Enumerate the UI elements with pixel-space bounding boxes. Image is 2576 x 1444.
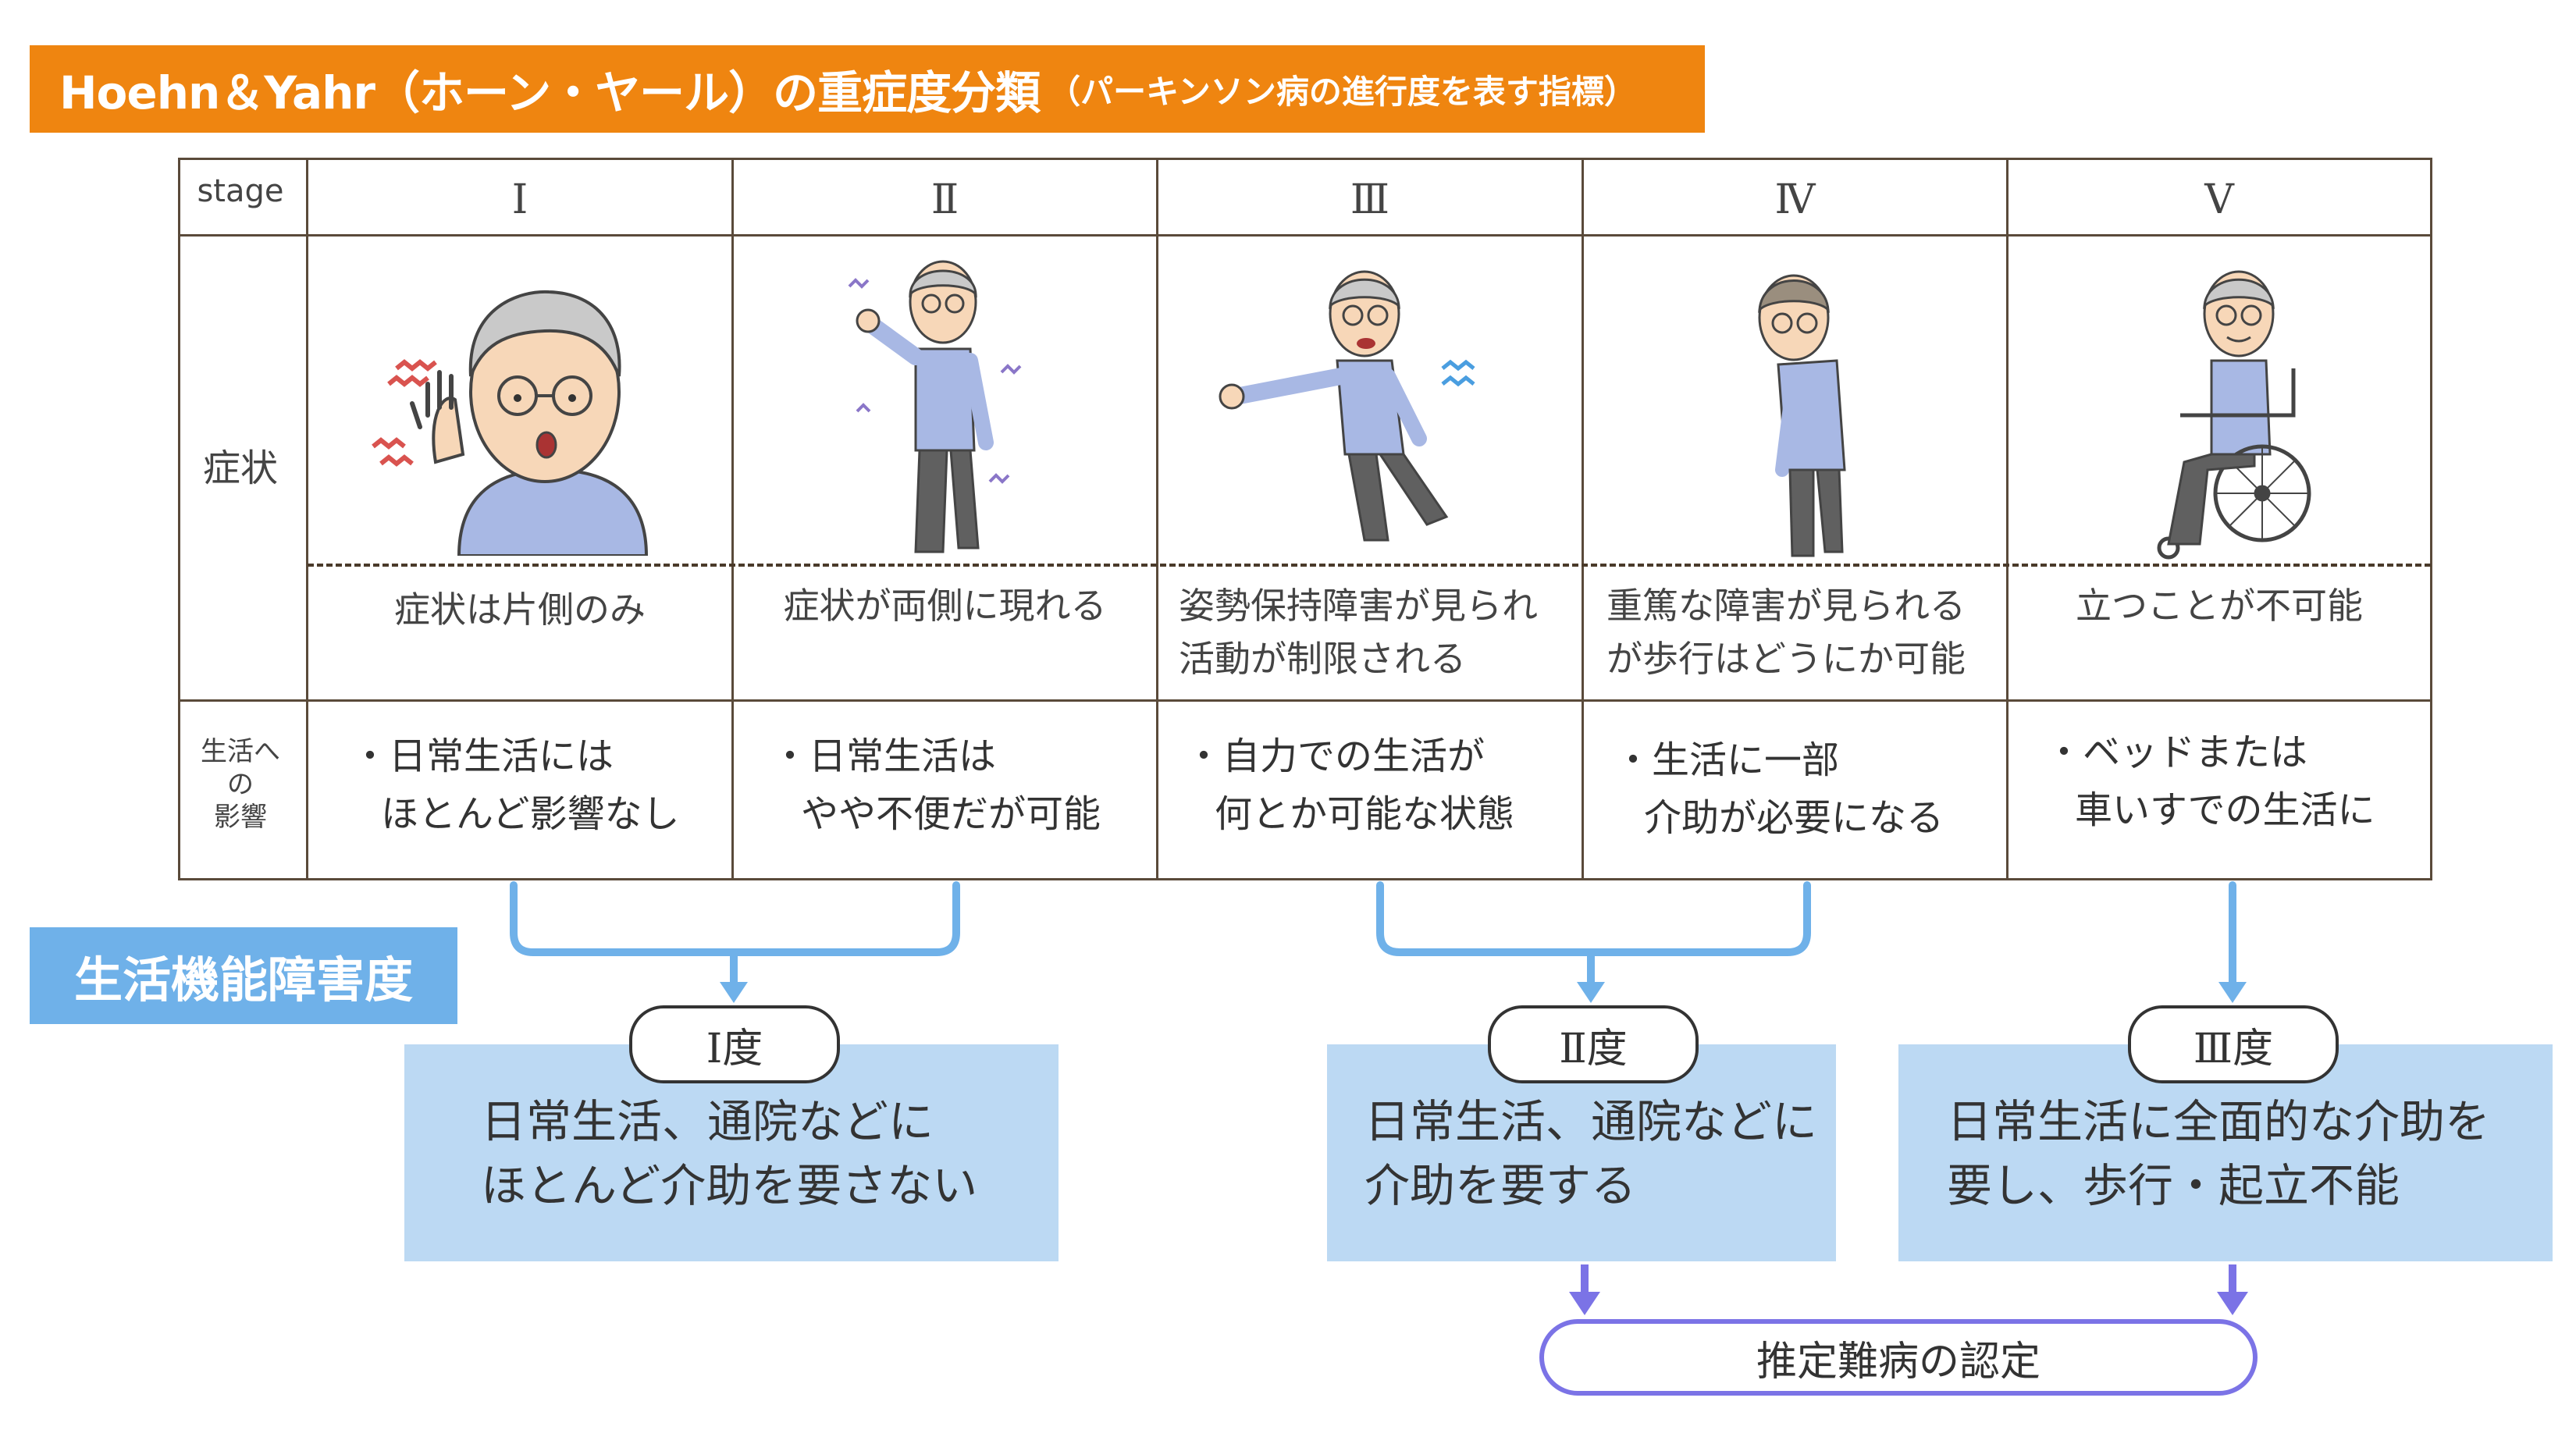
stage-4-illustration — [1758, 274, 1846, 557]
wheelchair-icon — [2157, 368, 2311, 560]
stage-5-life-effect: ・ベッドまたは 車いすでの生活に — [2045, 731, 2375, 832]
stage-3-life-effect: ・自力での生活が 何とか可能な状態 — [1185, 734, 1515, 836]
stage-1-life-effect: ・日常生活には ほとんど影響なし — [351, 734, 680, 836]
stage-1-header: Ⅰ — [511, 176, 528, 223]
stage-4-header: Ⅳ — [1774, 176, 1816, 223]
row-label-life-effect: 生活への影響 — [201, 736, 280, 833]
grade-1-pill: Ⅰ度 — [629, 1005, 840, 1083]
intractable-disease-designation: 推定難病の認定 — [1539, 1319, 2258, 1396]
stage-3-symptom: 姿勢保持障害が見られ 活動が制限される — [1179, 585, 1538, 680]
row-label-symptom: 症状 — [202, 446, 278, 490]
grade-2-text: 日常生活、通院などに 介助を要する — [1364, 1095, 1818, 1212]
title-main: Hoehn＆Yahr（ホーン・ヤール）の重症度分類 — [59, 66, 1041, 119]
disability-section-label: 生活機能障害度 — [30, 927, 457, 1024]
grade-3-text: 日常生活に全面的な介助を 要し、歩行・起立不能 — [1947, 1095, 2491, 1212]
grade-2-pill: Ⅱ度 — [1488, 1005, 1699, 1083]
stage-5-illustration — [2157, 270, 2311, 560]
stage-1-illustration — [372, 290, 649, 556]
title-banner: Hoehn＆Yahr（ホーン・ヤール）の重症度分類 （パーキンソン病の進行度を表… — [30, 45, 1705, 133]
row-label-stage: stage — [197, 173, 284, 209]
sway-marks-icon — [1441, 359, 1475, 387]
grade-1-text: 日常生活、通院などに ほとんど介助を要さない — [481, 1095, 978, 1212]
stage-4-symptom: 重篤な障害が見られる が歩行はどうにか可能 — [1606, 585, 1966, 680]
stage-table: stage 症状 生活への影響 Ⅰ Ⅱ Ⅲ Ⅳ Ⅴ — [178, 158, 2432, 880]
stage-2-symptom: 症状が両側に現れる — [783, 585, 1107, 627]
stage-5-symptom: 立つことが不可能 — [2076, 585, 2363, 627]
title-subtitle: （パーキンソン病の進行度を表す指標） — [1048, 72, 1637, 111]
stage-3-header: Ⅲ — [1350, 176, 1390, 223]
tremor-marks-icon — [848, 278, 1022, 484]
stage-2-illustration — [848, 260, 1022, 553]
grade-3-pill: Ⅲ度 — [2128, 1005, 2339, 1083]
stage-5-header: Ⅴ — [2204, 176, 2234, 223]
stage-2-header: Ⅱ — [930, 176, 959, 223]
tremor-marks-icon — [372, 359, 437, 467]
stage-4-life-effect: ・生活に一部 介助が必要になる — [1614, 738, 1944, 840]
stage-2-life-effect: ・日常生活は やや不便だが可能 — [771, 734, 1101, 836]
stage-3-illustration — [1219, 270, 1475, 542]
stage-1-symptom: 症状は片側のみ — [394, 589, 646, 631]
